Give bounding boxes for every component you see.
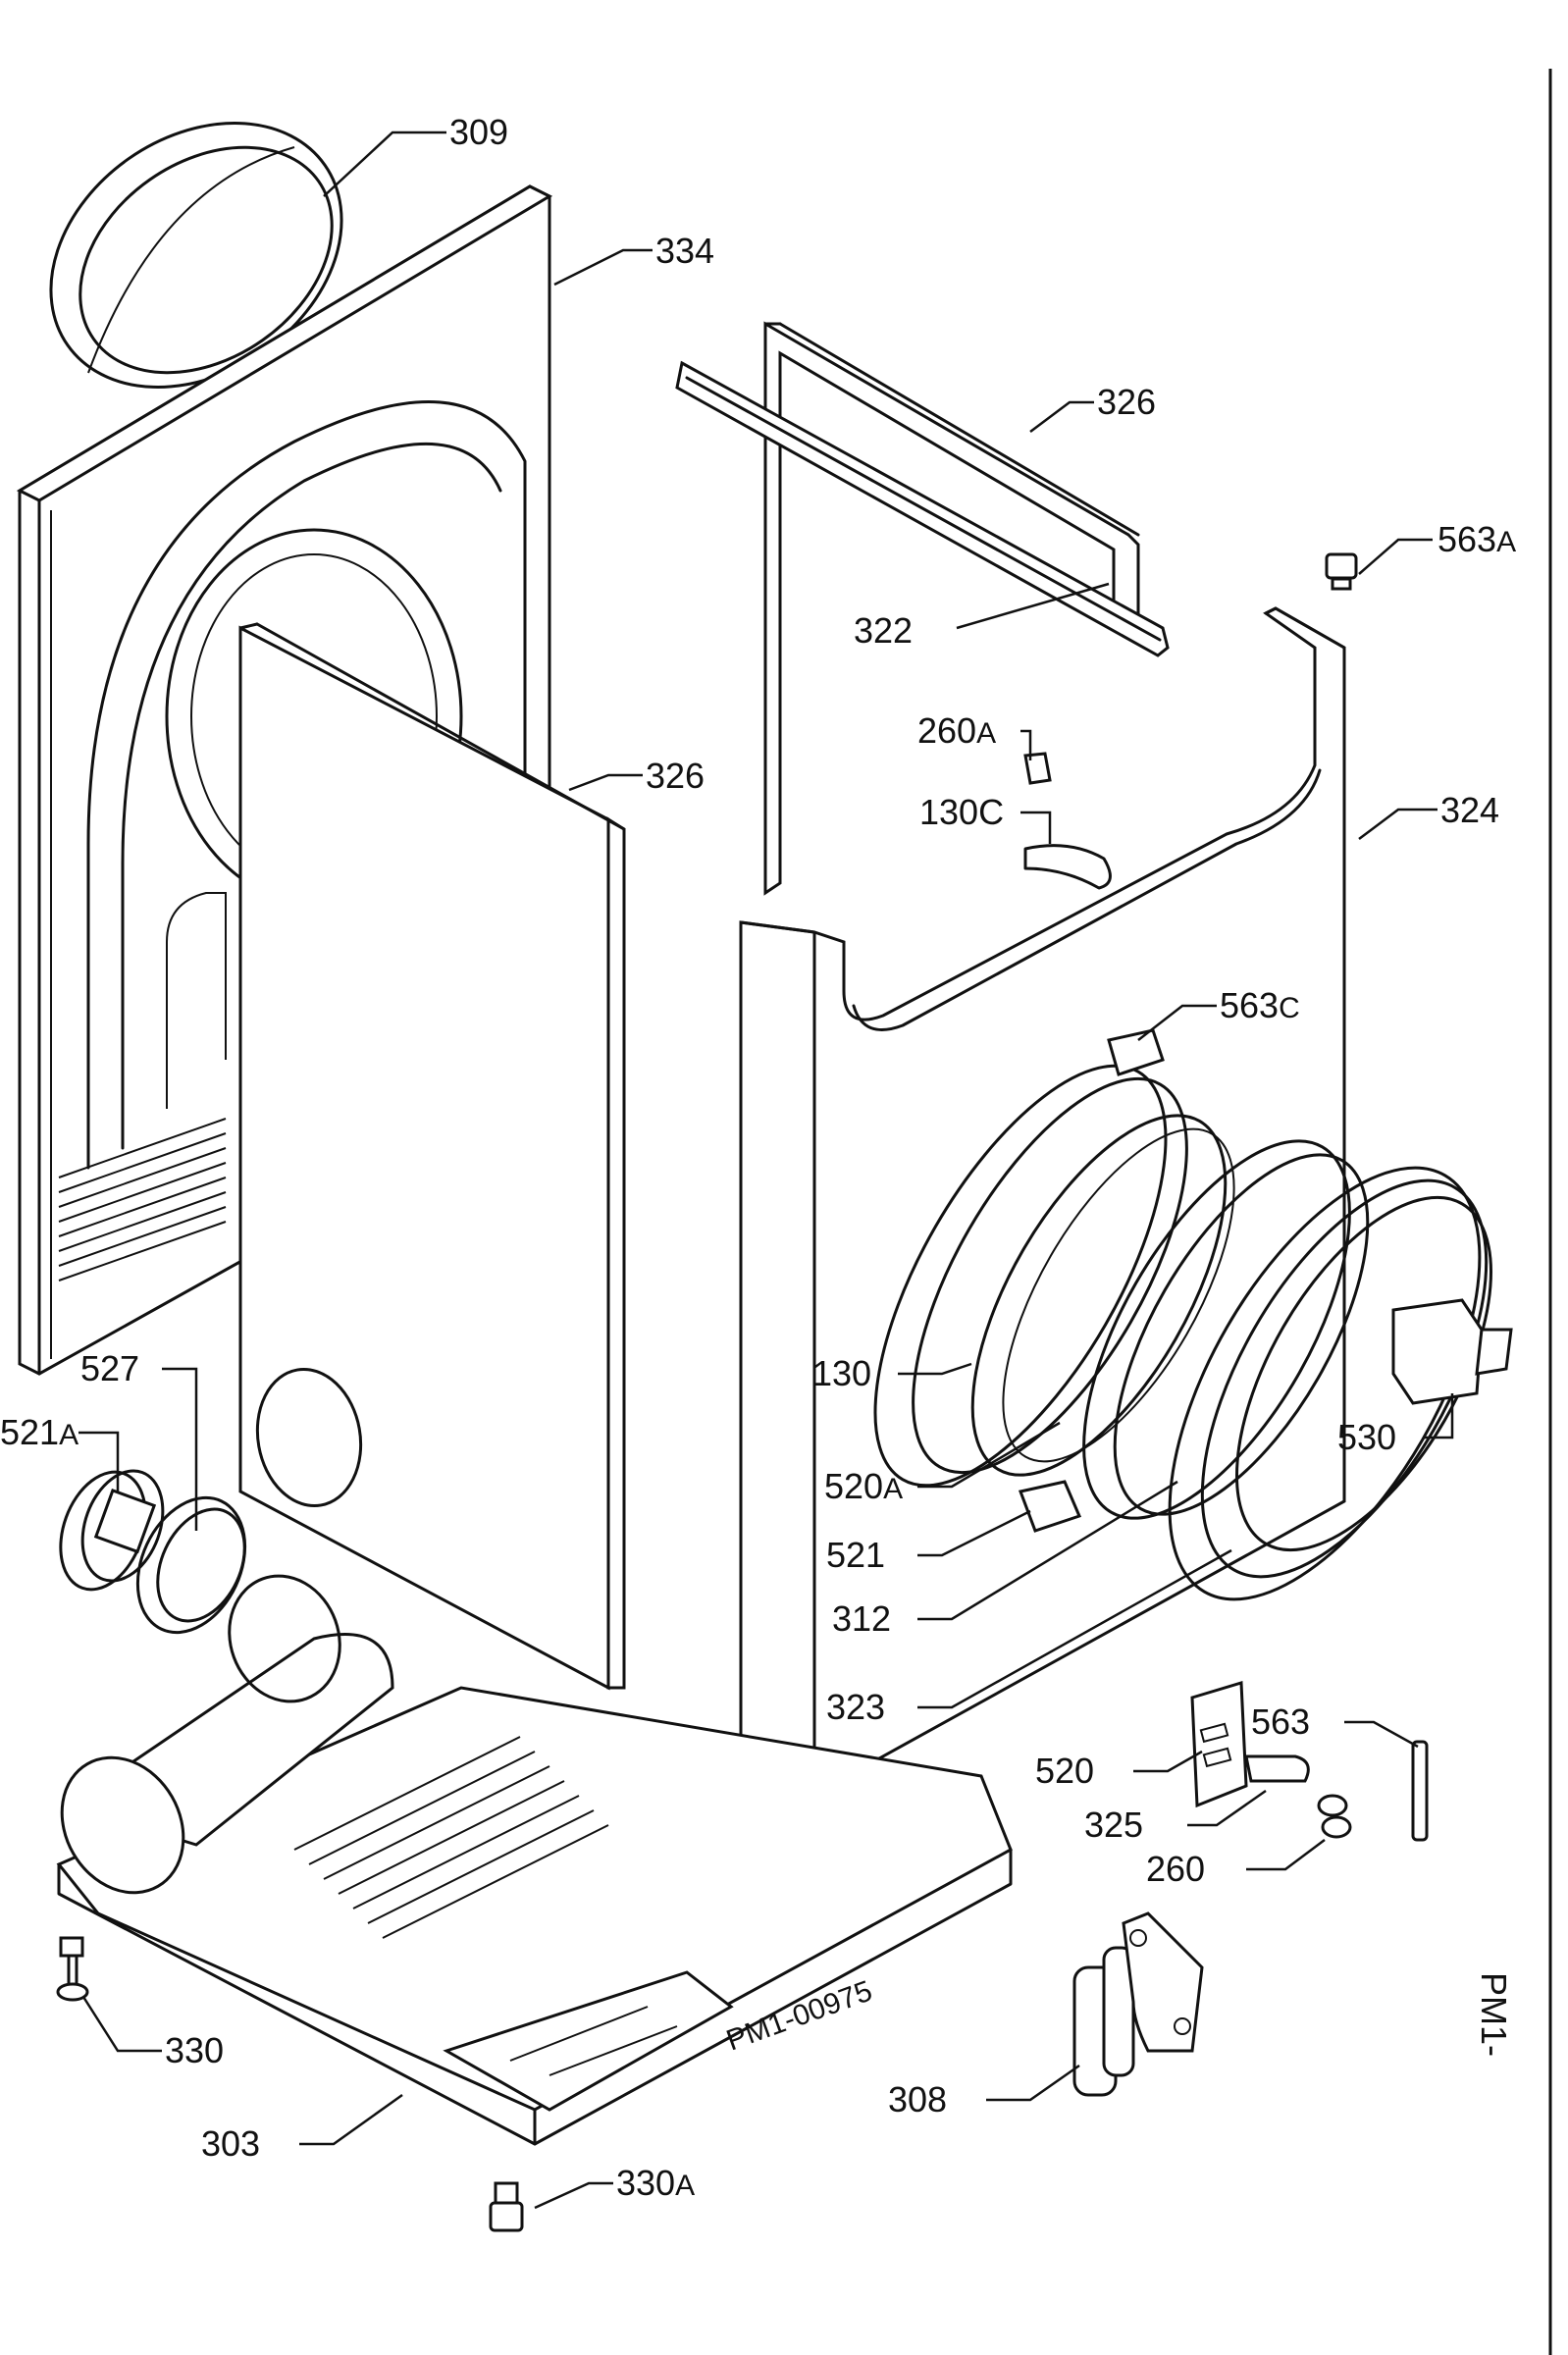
callout-260a: 260A <box>917 710 996 751</box>
callout-309: 309 <box>449 112 508 152</box>
callout-326-top: 326 <box>1097 382 1156 422</box>
clip-563c <box>1107 1028 1165 1076</box>
callout-260: 260 <box>1146 1849 1205 1889</box>
door-assembly <box>1168 1166 1513 1601</box>
screw-330 <box>56 1936 89 2002</box>
base-filter-slot <box>443 1970 734 2112</box>
callout-325: 325 <box>1084 1805 1143 1845</box>
left-side-panel <box>238 622 626 1691</box>
callout-326-left: 326 <box>646 756 705 796</box>
callout-563: 563 <box>1251 1701 1310 1742</box>
foam-strip-130c <box>1023 844 1112 890</box>
callout-563a: 563A <box>1437 519 1516 559</box>
hinge-plate-520 <box>1190 1681 1248 1808</box>
door-handle <box>1391 1298 1484 1405</box>
spring-clip-260 <box>1317 1794 1352 1839</box>
callout-323: 323 <box>826 1687 885 1727</box>
callout-324: 324 <box>1440 790 1499 830</box>
rear-vent-grille <box>58 1118 227 1282</box>
callout-130: 130 <box>812 1353 871 1393</box>
upper-side-frame <box>763 321 1140 896</box>
callout-130c: 130C <box>919 792 1004 832</box>
filter-ring <box>1082 1139 1370 1520</box>
top-rail-strip <box>675 360 1170 657</box>
callout-303: 303 <box>201 2123 260 2164</box>
callout-334: 334 <box>655 231 714 271</box>
base-tray <box>56 1633 1013 2146</box>
base-grille <box>293 1736 609 1939</box>
callout-520a: 520A <box>824 1466 903 1506</box>
callout-330: 330 <box>165 2030 224 2070</box>
callout-312: 312 <box>832 1598 891 1639</box>
callout-520: 520 <box>1035 1751 1094 1791</box>
drum-front-seal <box>873 1064 1235 1488</box>
callout-521a: 521A <box>0 1412 78 1452</box>
side-code: PM1- <box>1474 1972 1514 2057</box>
screw-330a <box>489 2181 524 2232</box>
callout-308: 308 <box>888 2079 947 2120</box>
base-duct-end <box>60 1755 185 1895</box>
hinge-308 <box>1072 1911 1204 2097</box>
callout-527: 527 <box>80 1348 139 1388</box>
callout-330a: 330A <box>616 2163 695 2203</box>
clip-521 <box>1018 1480 1082 1533</box>
hinge-pin-563 <box>1411 1740 1429 1842</box>
callout-521: 521 <box>826 1535 885 1575</box>
callout-322: 322 <box>854 610 913 651</box>
leader-lines <box>78 131 1454 2210</box>
callout-563c: 563C <box>1220 985 1300 1025</box>
duct-elbow <box>228 1574 341 1703</box>
connector-ring-521a <box>59 1469 165 1592</box>
connector-ring-527 <box>135 1495 247 1635</box>
nut-563a <box>1325 552 1358 591</box>
clip-260a <box>1023 752 1052 785</box>
callout-530: 530 <box>1337 1417 1396 1457</box>
hinge-lever-325 <box>1244 1754 1310 1783</box>
